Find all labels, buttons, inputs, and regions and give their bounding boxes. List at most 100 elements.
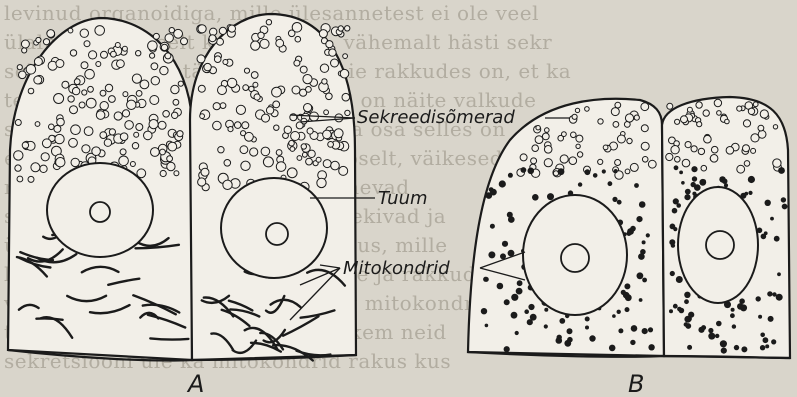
mitochondrion-dot (734, 345, 739, 350)
granule (224, 160, 231, 167)
granule (174, 29, 183, 38)
granule (160, 149, 166, 155)
granule (218, 147, 224, 153)
granule (744, 161, 750, 167)
granule (201, 168, 209, 176)
granule (153, 33, 159, 39)
mitochondrion-dot (624, 283, 630, 289)
granule (69, 138, 78, 147)
granule (323, 130, 332, 139)
granule (100, 102, 108, 110)
label-secretory-granules: Sekreedisõmerad (357, 107, 515, 128)
granule (62, 81, 69, 88)
granule (22, 48, 27, 53)
granule (671, 146, 679, 154)
granule (737, 165, 745, 173)
mitochondrion-dot (692, 176, 697, 181)
granule (151, 63, 158, 70)
granule (82, 90, 87, 95)
mitochondrion-dot (504, 299, 510, 305)
granule (149, 120, 158, 129)
granule (80, 29, 88, 37)
granule (177, 131, 183, 137)
mitochondrion-dot (672, 208, 678, 214)
mitochondrion-dot (781, 197, 786, 202)
granule (284, 126, 291, 133)
granule (148, 41, 158, 51)
granule (572, 114, 577, 119)
mitochondrion-dot (625, 307, 630, 312)
granule (625, 114, 633, 122)
mitochondrion-dot (748, 176, 755, 183)
granule (198, 85, 205, 92)
granule (276, 162, 286, 172)
granule (223, 60, 228, 65)
granule (577, 152, 582, 157)
granule (687, 107, 692, 112)
mitochondrion-dot (504, 346, 510, 352)
mitochondrion-dot (484, 277, 489, 282)
granule (711, 146, 718, 153)
mitochondrion-dot (631, 325, 638, 332)
granule (667, 103, 673, 109)
granule (545, 128, 550, 133)
nucleus-b-right (678, 187, 758, 303)
mitochondrion-dot (636, 216, 642, 222)
granule (151, 77, 159, 85)
granule (160, 170, 166, 176)
granule (266, 107, 273, 114)
panel-label-a: A (186, 370, 204, 397)
granule (272, 87, 282, 97)
granule (254, 94, 260, 100)
granule (74, 79, 80, 85)
granule (251, 41, 260, 50)
granule (57, 118, 65, 126)
granule (200, 114, 205, 119)
granule (287, 168, 297, 178)
nucleus-a-right (221, 178, 327, 278)
mitochondrion-dot (722, 178, 728, 184)
panel-label-b: B (628, 370, 644, 397)
granule (151, 148, 160, 157)
granule (49, 124, 55, 130)
mitochondrion-dot (499, 180, 506, 187)
panel-b (468, 97, 790, 358)
granule (111, 51, 117, 57)
granule (575, 108, 579, 112)
granule (276, 150, 282, 156)
granule (262, 114, 270, 122)
granule (326, 41, 333, 48)
granule (198, 25, 206, 33)
granule (328, 142, 334, 148)
granule (773, 125, 777, 129)
granule (173, 99, 179, 105)
mitochondrion-dot (768, 316, 774, 322)
granule (213, 103, 220, 110)
mitochondrion-dot (677, 307, 682, 312)
mitochondrion-dot (765, 344, 769, 348)
granule (773, 159, 781, 167)
mitochondrion-dot (685, 323, 691, 329)
mitochondrion-dot (708, 328, 713, 333)
granule (758, 130, 766, 138)
mitochondrion-dot (642, 328, 648, 334)
mitochondrion-dot (544, 324, 548, 328)
mitochondrion-dot (612, 197, 617, 202)
mitochondrion-dot (623, 292, 630, 299)
granule (72, 87, 79, 94)
granule (576, 135, 583, 142)
granule (43, 39, 49, 45)
granule (22, 142, 28, 148)
granule (84, 41, 90, 47)
granule (322, 79, 327, 84)
mitochondrion-dot (772, 292, 776, 296)
mitochondrion-dot (716, 321, 722, 327)
granule (345, 26, 350, 31)
granule (675, 157, 681, 163)
granule (710, 155, 718, 163)
granule (122, 46, 127, 51)
granule (88, 86, 94, 92)
granule (217, 38, 224, 45)
granule (100, 132, 107, 139)
